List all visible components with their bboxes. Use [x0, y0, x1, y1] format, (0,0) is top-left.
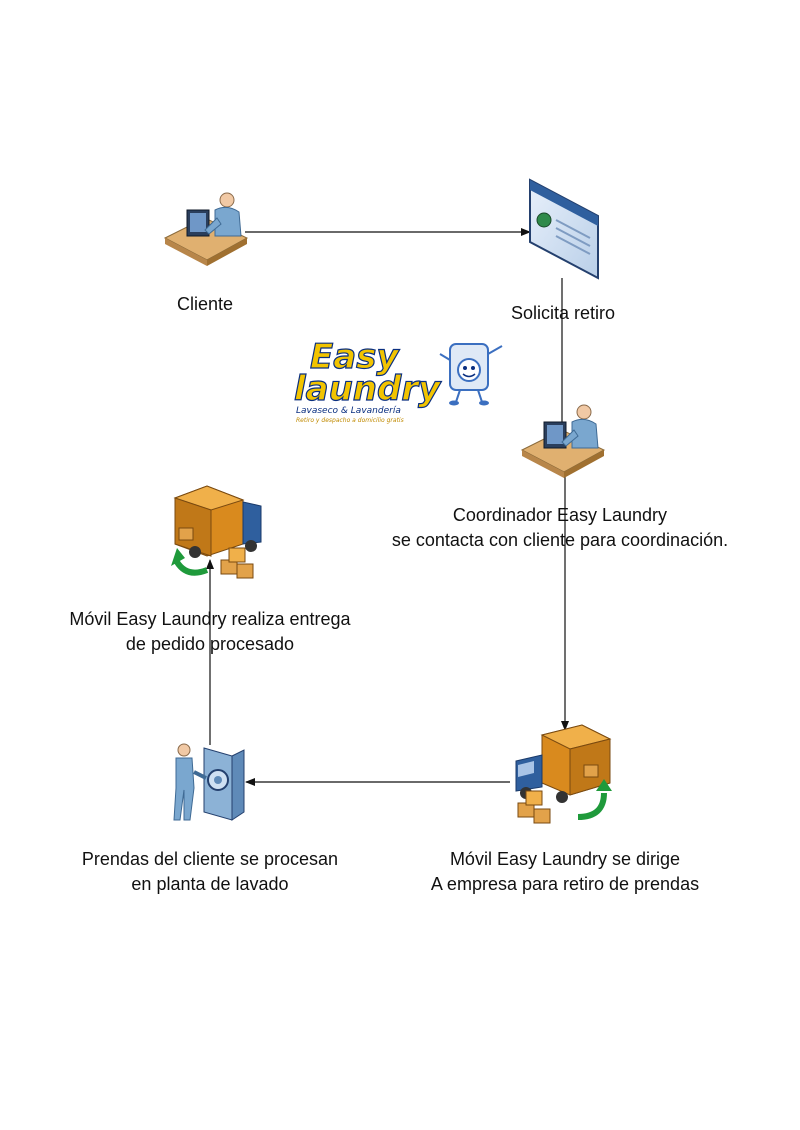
logo-word-easy: Easy: [310, 337, 400, 377]
node-label-movil-dirige: Móvil Easy Laundry se dirige A empresa p…: [380, 847, 750, 897]
logo-tagline-2: Retiro y despacho a domicilio gratis: [296, 417, 404, 424]
label-line: Cliente: [176, 294, 234, 314]
worker-at-machine-icon: [173, 743, 245, 821]
label-line: A empresa para retiro de prendas: [430, 874, 700, 894]
label-line: en planta de lavado: [131, 874, 289, 894]
label-line: Solicita retiro: [510, 303, 616, 323]
connectors: [206, 228, 569, 786]
delivery-truck-icon: [171, 485, 262, 579]
web-browser-window-icon: [529, 178, 599, 280]
label-line: Móvil Easy Laundry se dirige: [449, 849, 681, 869]
boxes-icon: [517, 790, 551, 824]
node-label-procesan: Prendas del cliente se procesan en plant…: [40, 847, 380, 897]
node-label-movil-entrega: Móvil Easy Laundry realiza entrega de pe…: [20, 607, 400, 657]
node-label-solicita-retiro: Solicita retiro: [478, 301, 648, 326]
delivery-truck-icon: [515, 724, 612, 824]
label-line: Móvil Easy Laundry realiza entrega: [69, 609, 351, 629]
label-line: se contacta con cliente para coordinació…: [391, 530, 729, 550]
person-at-computer-icon: [163, 192, 249, 266]
label-line: de pedido procesado: [125, 634, 295, 654]
washing-machine-mascot-icon: [439, 343, 503, 406]
person-at-computer-icon: [520, 404, 606, 478]
logo-word-laundry: laundry: [294, 369, 442, 409]
node-label-cliente: Cliente: [150, 292, 260, 317]
label-line: Coordinador Easy Laundry: [452, 505, 668, 525]
easy-laundry-logo: Easy laundry Lavaseco & Lavandería Retir…: [293, 336, 503, 424]
node-label-coordinador: Coordinador Easy Laundry se contacta con…: [340, 503, 780, 553]
label-line: Prendas del cliente se procesan: [81, 849, 339, 869]
logo-tagline-1: Lavaseco & Lavandería: [296, 406, 401, 416]
boxes-icon: [220, 547, 254, 579]
